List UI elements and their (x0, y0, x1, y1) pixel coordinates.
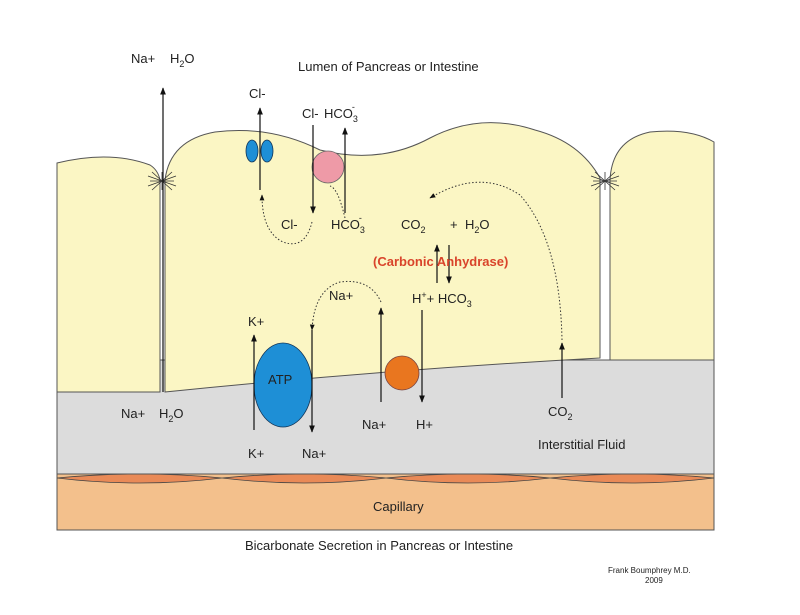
label-h2o-inner: H2O (465, 217, 490, 235)
cl-channel-left-half (245, 139, 259, 163)
label-na-left: Na+ (121, 406, 145, 421)
credit-year: 2009 (645, 576, 663, 585)
label-na-inner: Na+ (329, 288, 353, 303)
label-co2-inner: CO2 (401, 217, 426, 235)
label-na-top: Na+ (131, 51, 155, 66)
figure-caption: Bicarbonate Secretion in Pancreas or Int… (245, 538, 513, 553)
label-na-bottom: Na+ (302, 446, 326, 461)
interstitial-label: Interstitial Fluid (538, 437, 625, 452)
epithelial-cell-left (56, 156, 161, 393)
label-k-top: K+ (248, 314, 264, 329)
label-cl-channel: Cl- (249, 86, 266, 101)
capillary-band (56, 473, 715, 531)
capillary-label: Capillary (373, 499, 424, 514)
endothelial-cell (549, 473, 715, 484)
label-h2o-top: H2O (170, 51, 195, 69)
label-co2-right: CO2 (548, 404, 573, 422)
dotted-na-recycle (309, 280, 382, 331)
label-cl-exchanger: Cl- (302, 106, 319, 121)
label-cl-inner: Cl- (281, 217, 298, 232)
label-hco3-inner: HCO3- (331, 213, 365, 235)
tight-junction-left (147, 171, 177, 191)
dotted-hco3-to-exchanger (329, 185, 346, 219)
label-plus: + (450, 217, 458, 232)
label-hco3-exchanger: HCO3- (324, 102, 358, 124)
epithelial-cell-center (164, 122, 601, 393)
tight-junction-right (590, 171, 620, 191)
label-k-bottom: K+ (248, 446, 264, 461)
dotted-cl-recycle (259, 194, 313, 245)
label-na-exchanger: Na+ (362, 417, 386, 432)
cl-hco3-exchanger (311, 150, 345, 184)
na-h-exchanger (384, 355, 420, 391)
cl-channel-right-half (260, 139, 274, 163)
label-h2o-left: H2O (159, 406, 184, 424)
credit-name: Frank Boumphrey M.D. (608, 566, 691, 575)
epithelial-cell-right (609, 130, 715, 361)
enzyme-label: (Carbonic Anhydrase) (373, 254, 508, 269)
label-h-exchanger: H+ (416, 417, 433, 432)
capillary-endothelium (56, 473, 715, 484)
dotted-co2-diffusion (429, 181, 563, 341)
label-h-hco3-products: H++ HCO3 (412, 290, 472, 309)
lumen-label: Lumen of Pancreas or Intestine (298, 59, 479, 74)
label-atp: ATP (268, 372, 292, 387)
